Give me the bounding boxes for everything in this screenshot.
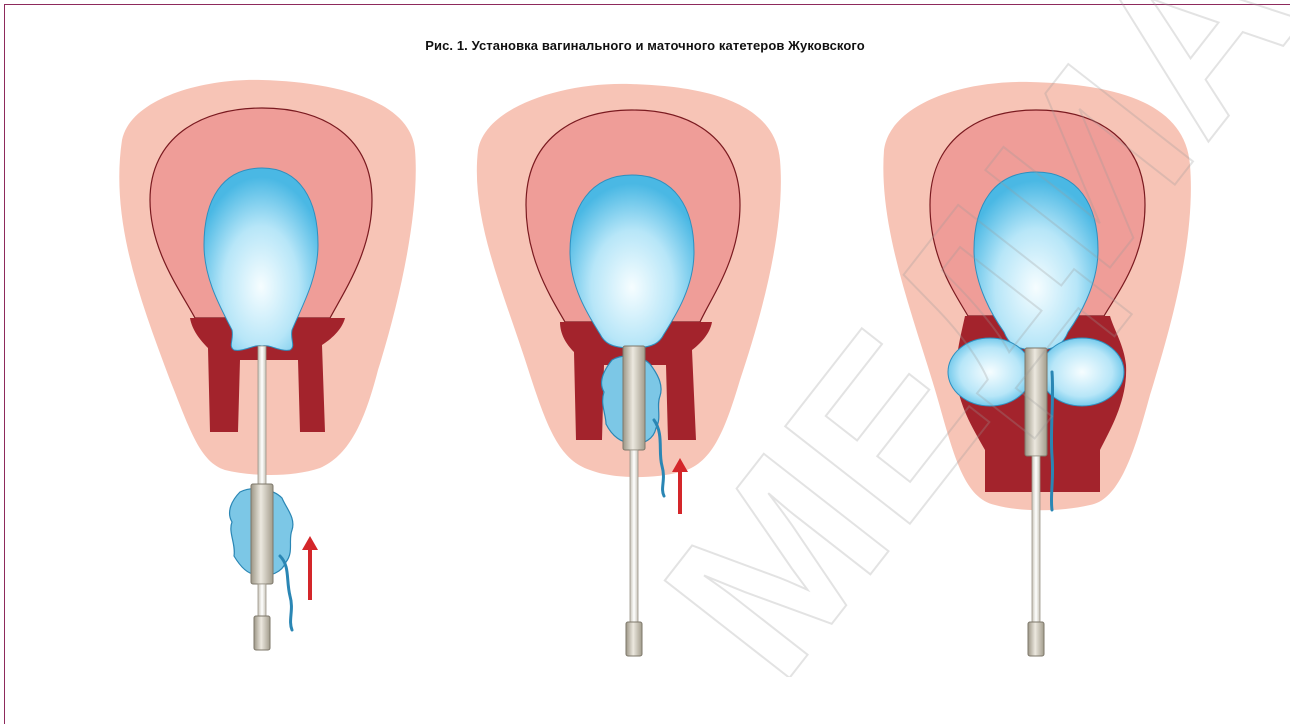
watermark-text: МЕДИА	[616, 0, 1290, 677]
watermark: МЕДИА	[0, 0, 1290, 677]
